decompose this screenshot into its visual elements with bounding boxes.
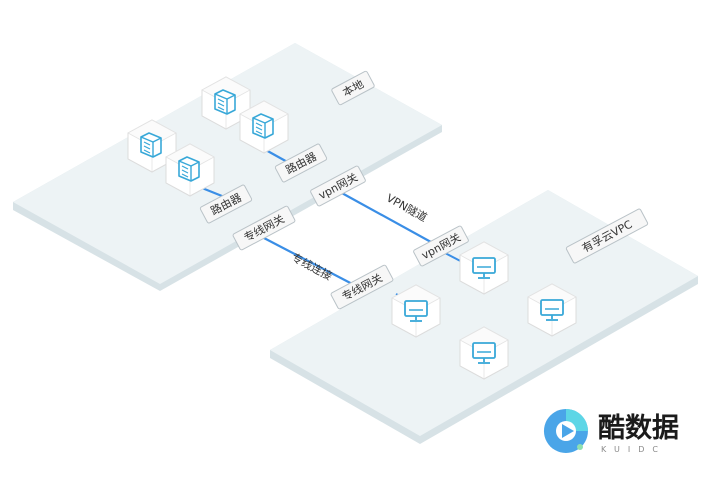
brand-mark-icon — [543, 409, 588, 453]
dedicated-line-link — [261, 236, 361, 289]
brand-sub: KUIDC — [601, 445, 666, 454]
server-icon — [140, 132, 162, 158]
vpn-tunnel-link — [339, 191, 441, 248]
server-icon — [214, 89, 236, 115]
local-platform — [13, 43, 442, 291]
brand-logo: 酷数据 KUIDC — [543, 409, 679, 454]
zone-label-local: 本地 — [331, 70, 375, 106]
dedicated-line-label: 专线连接 — [289, 250, 334, 283]
server-icon — [178, 156, 200, 182]
brand-name: 酷数据 — [598, 413, 679, 444]
server-icon — [252, 113, 274, 139]
